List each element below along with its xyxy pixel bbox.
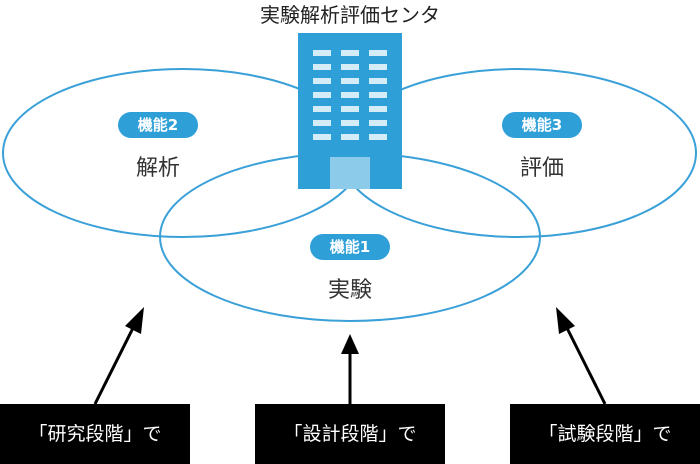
arrow-research (93, 307, 144, 405)
arrow-test (556, 307, 607, 405)
stage-research-box: 「研究段階」で (0, 404, 190, 464)
function-3-badge: 機能3 (502, 112, 582, 138)
center-title: 実験解析評価センタ (260, 3, 440, 27)
function-1-badge: 機能1 (310, 234, 390, 260)
function-2-badge: 機能2 (118, 112, 198, 138)
function-1-name: 実験 (327, 278, 372, 303)
building-icon (298, 33, 402, 189)
function-2-name: 解析 (135, 156, 180, 181)
arrow-design (341, 334, 359, 404)
stage-design-box: 「設計段階」で (255, 404, 445, 464)
function-3-name: 評価 (519, 156, 564, 181)
stage-test-box: 「試験段階」で (510, 404, 700, 464)
